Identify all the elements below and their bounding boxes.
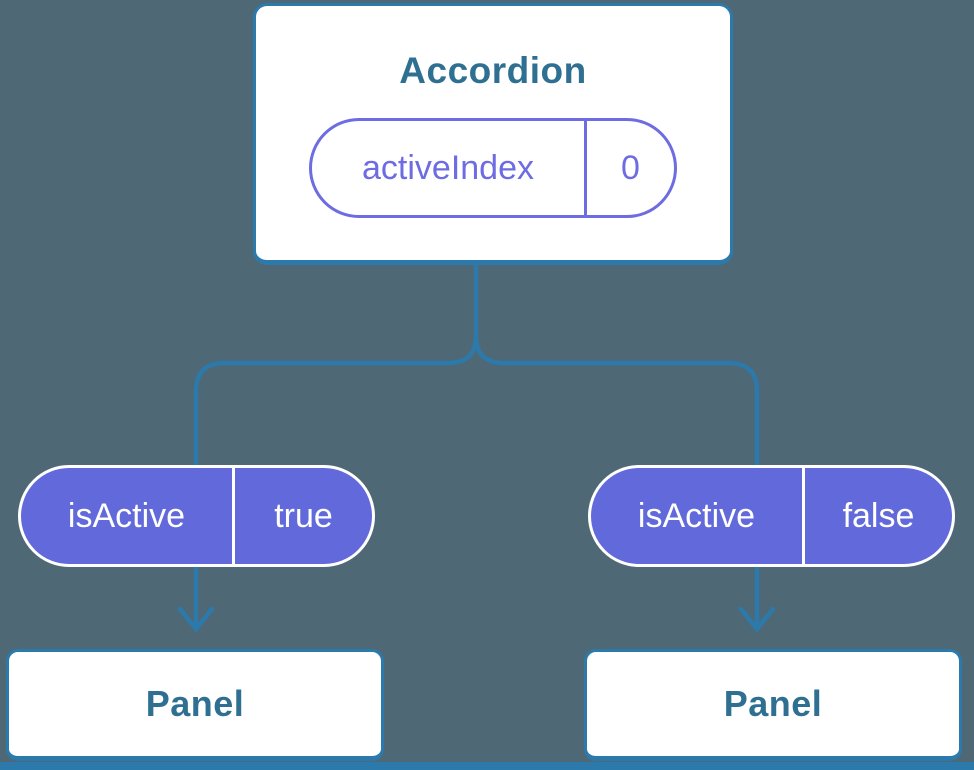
bottom-divider bbox=[0, 762, 974, 770]
panel-node-label: Panel bbox=[145, 683, 245, 724]
accordion-node-label: Accordion bbox=[399, 50, 587, 91]
prop-name: isActive bbox=[591, 468, 805, 564]
connector-right-branch bbox=[473, 335, 760, 628]
panel-node-label: Panel bbox=[723, 683, 823, 724]
arrowhead-left-icon bbox=[177, 606, 215, 633]
arrowhead-right-icon bbox=[738, 606, 776, 633]
prop-name: isActive bbox=[21, 468, 235, 564]
prop-value: false bbox=[842, 496, 915, 535]
state-name: activeIndex bbox=[312, 121, 587, 215]
accordion-node: Accordion activeIndex 0 bbox=[253, 3, 733, 265]
prop-pill-isactive-false: isActive false bbox=[588, 465, 955, 567]
connector-left-branch bbox=[193, 335, 479, 628]
state-value: 0 bbox=[621, 148, 640, 187]
panel-node-left: Panel bbox=[6, 649, 384, 761]
state-pill-activeindex: activeIndex 0 bbox=[309, 118, 677, 218]
prop-pill-isactive-true: isActive true bbox=[18, 465, 375, 567]
panel-node-right: Panel bbox=[584, 649, 962, 761]
prop-value: true bbox=[274, 496, 333, 535]
